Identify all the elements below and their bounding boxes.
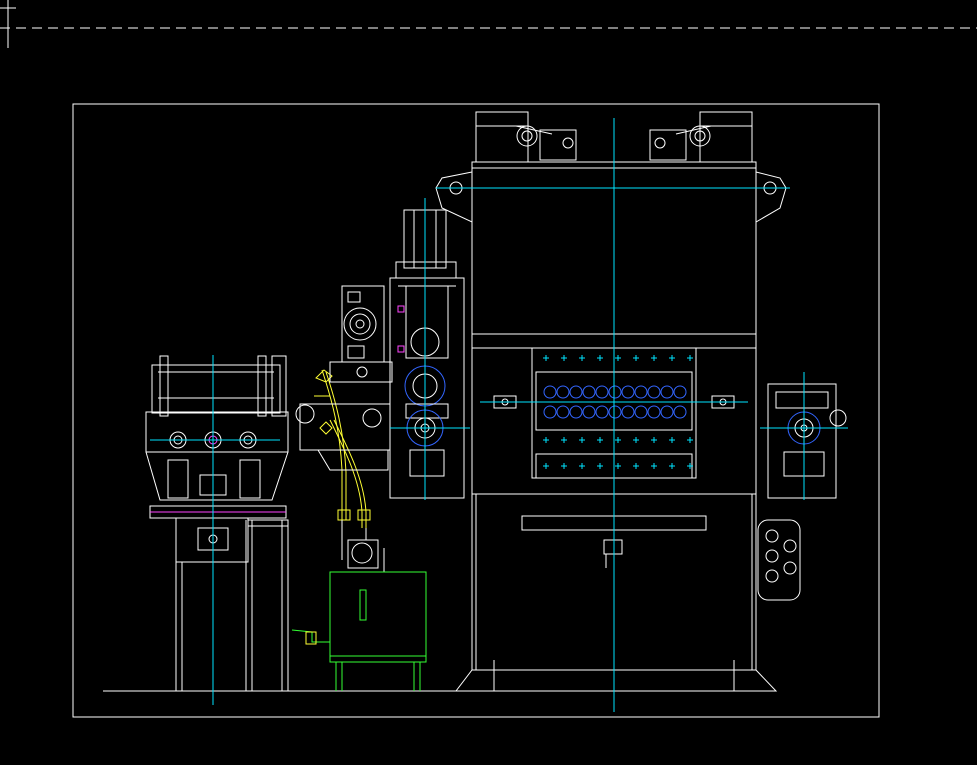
reference-line	[0, 0, 977, 48]
leveling-roll	[569, 385, 583, 399]
leveling-roll	[660, 405, 674, 419]
uncoiler-stand	[145, 355, 289, 691]
leveling-roll	[647, 385, 661, 399]
bolt-marker	[579, 463, 585, 469]
bolt-marker	[633, 355, 639, 361]
bolt-marker	[687, 437, 693, 443]
leveling-roll	[582, 385, 596, 399]
bolt-marker	[579, 355, 585, 361]
bolt-markers	[543, 355, 693, 469]
leveling-roll	[647, 405, 661, 419]
leveling-roll	[556, 385, 570, 399]
bolt-marker	[561, 355, 567, 361]
bolt-marker	[669, 463, 675, 469]
leveling-roll	[595, 405, 609, 419]
leveling-roll	[634, 385, 648, 399]
drawing-frame	[72, 103, 880, 718]
bolt-marker	[687, 463, 693, 469]
leveling-roll	[673, 405, 687, 419]
bolt-marker	[615, 437, 621, 443]
bolt-marker	[597, 355, 603, 361]
bolt-marker	[543, 463, 549, 469]
hydraulic-pump	[341, 520, 385, 572]
bolt-marker	[561, 437, 567, 443]
leveling-roll	[660, 385, 674, 399]
side-roller-assembly	[389, 209, 465, 499]
bolt-marker	[633, 437, 639, 443]
hydraulic-lines	[314, 369, 371, 528]
bolt-marker	[561, 463, 567, 469]
leveling-rolls	[543, 385, 687, 419]
hydraulic-tank	[291, 571, 427, 691]
bolt-marker	[615, 355, 621, 361]
leveling-roll	[543, 405, 557, 419]
leveling-roll	[608, 385, 622, 399]
bolt-marker	[633, 463, 639, 469]
bolt-marker	[543, 437, 549, 443]
bolt-marker	[687, 355, 693, 361]
leveling-roll	[621, 385, 635, 399]
leveling-roll	[621, 405, 635, 419]
right-roller-assembly	[757, 383, 847, 601]
bolt-marker	[651, 437, 657, 443]
bolt-marker	[597, 437, 603, 443]
bolt-marker	[543, 355, 549, 361]
bolt-marker	[615, 463, 621, 469]
leveling-roll	[634, 405, 648, 419]
bolt-marker	[597, 463, 603, 469]
bolt-marker	[651, 463, 657, 469]
bolt-marker	[579, 437, 585, 443]
bolt-marker	[669, 437, 675, 443]
bolt-marker	[669, 355, 675, 361]
leveling-roll	[673, 385, 687, 399]
leveling-roll	[582, 405, 596, 419]
leveling-roll	[608, 405, 622, 419]
leveling-roll	[569, 405, 583, 419]
leveling-roll	[543, 385, 557, 399]
bolt-marker	[651, 355, 657, 361]
leveling-roll	[556, 405, 570, 419]
leveling-roll	[595, 385, 609, 399]
side-motor	[295, 285, 393, 471]
